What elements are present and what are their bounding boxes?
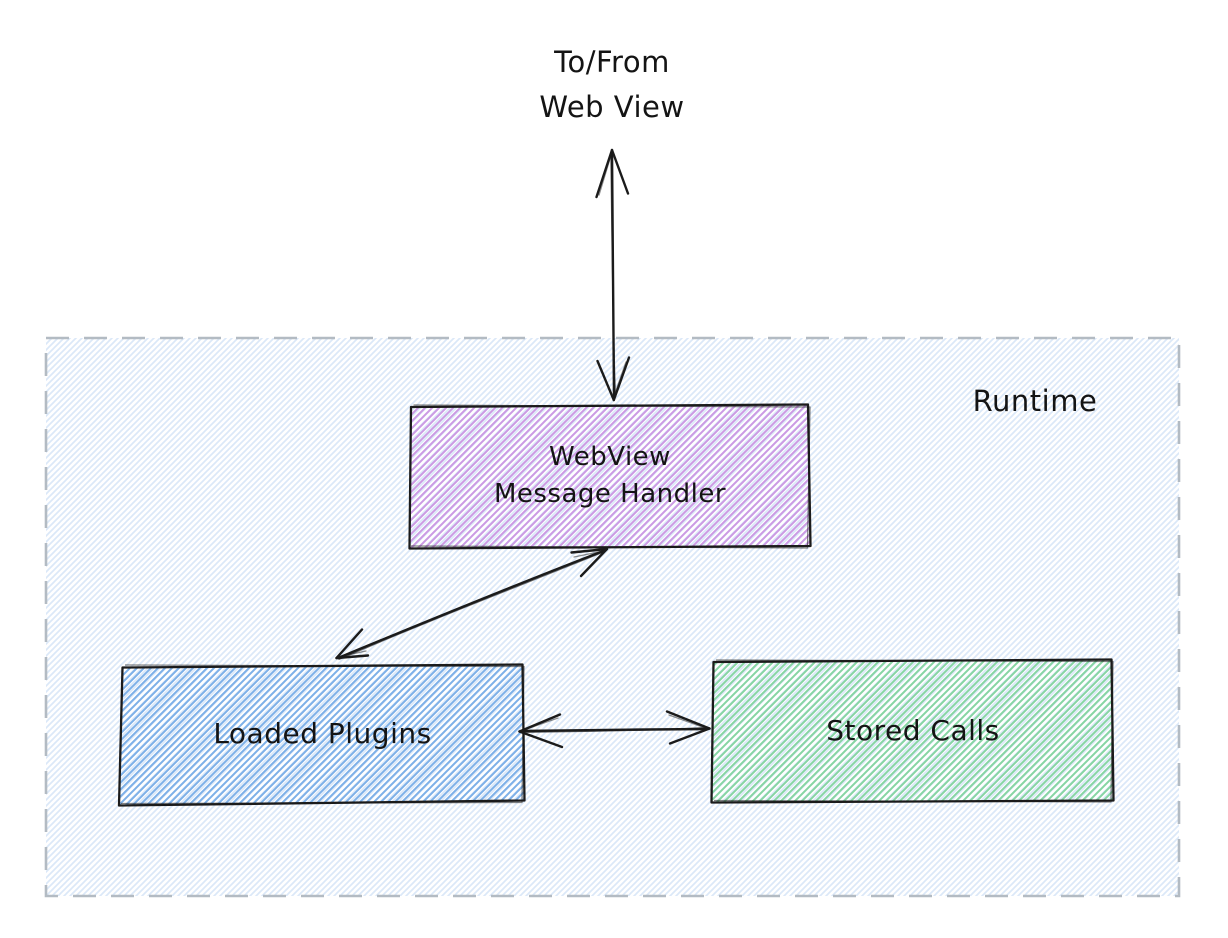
external-endpoint-label: To/From Web View <box>497 40 727 130</box>
node-loaded-plugins-label: Loaded Plugins <box>213 717 432 750</box>
external-endpoint-label-line1: To/From <box>554 45 670 79</box>
arrow-handler-plugins <box>335 547 609 661</box>
node-webview-message-handler-label: WebView Message Handler <box>410 405 810 547</box>
arrow-webview-external <box>595 148 631 402</box>
node-stored-calls-label: Stored Calls <box>826 714 1000 747</box>
handler-label-line1: WebView <box>549 442 671 472</box>
handler-label-line2: Message Handler <box>493 479 727 509</box>
external-endpoint-label-line2: Web View <box>539 90 685 124</box>
runtime-label: Runtime <box>972 384 1098 418</box>
node-stored-calls-shape <box>710 658 1115 804</box>
node-webview-message-handler-shape <box>408 403 812 550</box>
node-loaded-plugins-shape <box>117 663 526 807</box>
arrow-plugins-calls <box>518 710 711 749</box>
